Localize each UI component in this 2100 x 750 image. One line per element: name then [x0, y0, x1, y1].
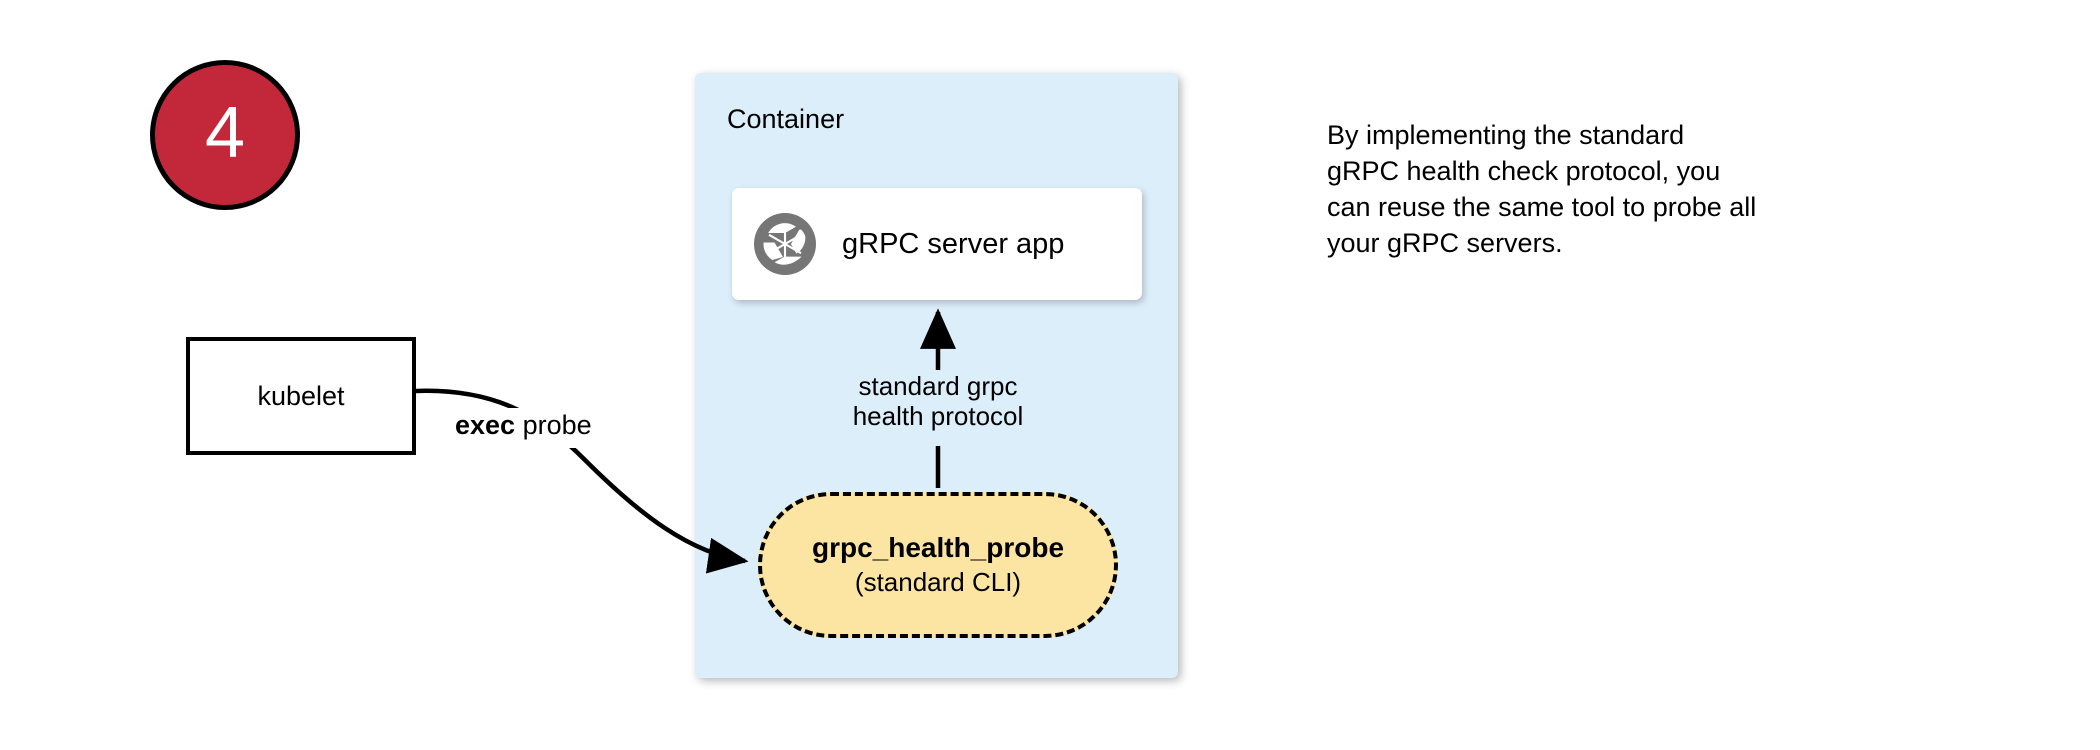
grpc-server-app-label: gRPC server app	[842, 227, 1065, 260]
aperture-icon	[754, 213, 816, 275]
side-note-line-1: By implementing the standard	[1327, 120, 1685, 150]
grpc-server-app-card: gRPC server app	[732, 188, 1142, 300]
side-note: By implementing the standard gRPC health…	[1327, 118, 1927, 262]
exec-probe-rest: probe	[515, 410, 592, 440]
side-note-line-2: gRPC health check protocol, you	[1327, 155, 1721, 186]
grpc-health-probe-subtitle: (standard CLI)	[854, 566, 1022, 597]
health-protocol-line-2: health protocol	[852, 400, 1024, 431]
health-protocol-label: standard grpc health protocol	[822, 371, 1054, 432]
exec-probe-label: exec probe	[455, 410, 592, 441]
step-number-badge: 4	[150, 60, 300, 210]
container-label: Container	[727, 104, 845, 134]
kubelet-label: kubelet	[257, 380, 345, 411]
grpc-health-probe-title: grpc_health_probe	[811, 532, 1065, 564]
kubelet-node: kubelet	[186, 337, 416, 455]
health-protocol-line-1: standard grpc	[858, 371, 1018, 401]
side-note-line-4: your gRPC servers.	[1327, 227, 1563, 258]
step-number-text: 4	[204, 93, 246, 173]
exec-probe-emphasis: exec	[455, 410, 516, 440]
grpc-health-probe-node: grpc_health_probe (standard CLI)	[758, 492, 1118, 638]
side-note-line-3: can reuse the same tool to probe all	[1327, 191, 1757, 222]
